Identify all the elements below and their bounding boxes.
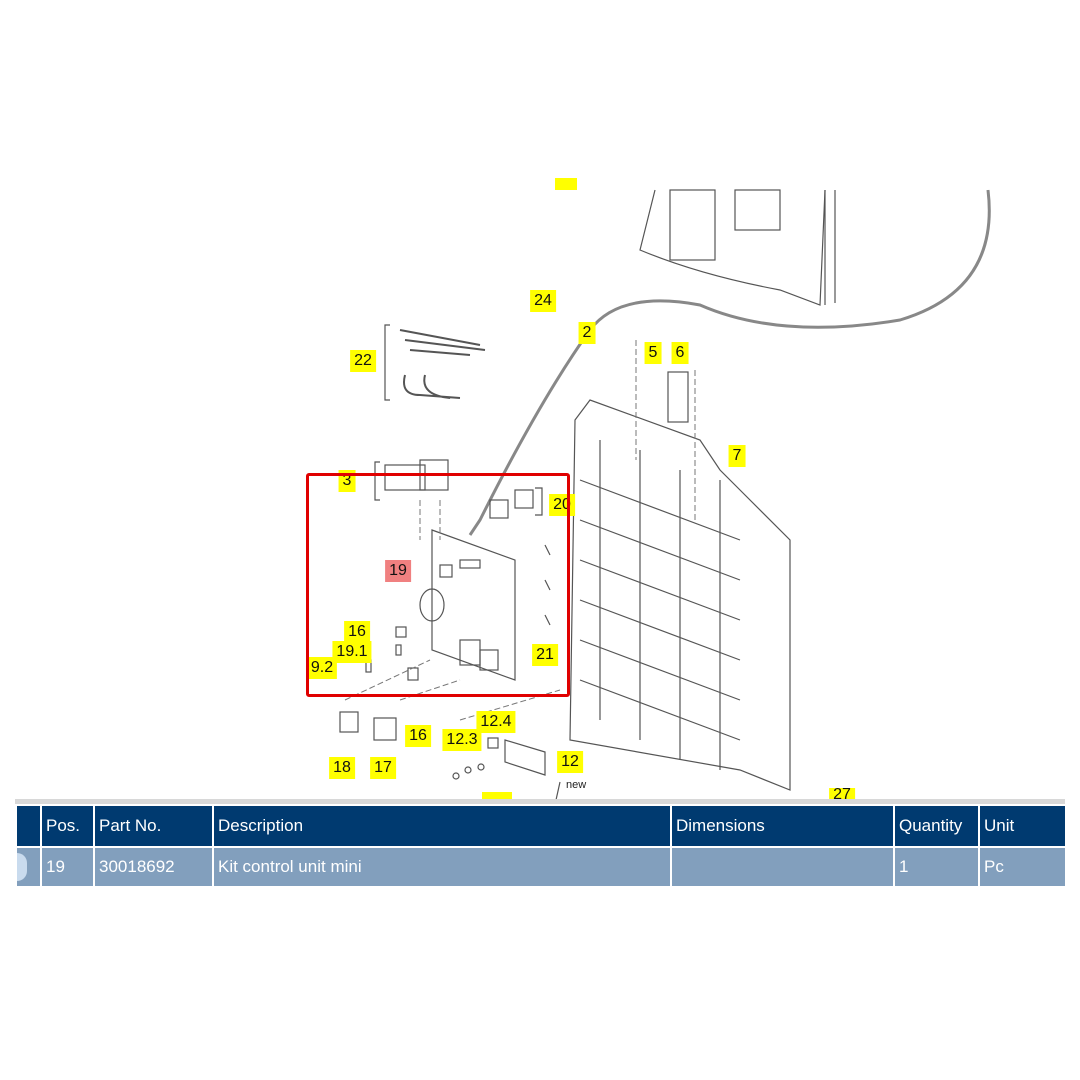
col-select xyxy=(15,804,42,848)
table-row[interactable]: 19 30018692 Kit control unit mini 1 Pc xyxy=(15,846,1067,888)
cable-24 xyxy=(468,189,991,536)
diagram-label[interactable]: 16 xyxy=(405,725,431,747)
cell-part-no: 30018692 xyxy=(93,846,214,888)
exploded-parts-diagram: 24 2 5 6 22 7 3 20 19 16 19.1 9.2 21 16 … xyxy=(306,178,991,803)
diagram-label[interactable]: 24 xyxy=(530,290,556,312)
col-quantity[interactable]: Quantity xyxy=(893,804,980,848)
row-select-indicator[interactable] xyxy=(18,853,27,881)
front-panel-outline xyxy=(639,189,826,306)
diagram-label[interactable]: 12.3 xyxy=(442,729,482,751)
col-unit[interactable]: Unit xyxy=(978,804,1067,848)
col-description[interactable]: Description xyxy=(212,804,672,848)
cell-pos: 19 xyxy=(40,846,95,888)
col-pos[interactable]: Pos. xyxy=(40,804,95,848)
diagram-label[interactable]: 9.2 xyxy=(306,657,338,679)
diagram-label-clipped xyxy=(555,178,577,190)
diagram-label[interactable]: 18 xyxy=(329,757,355,779)
diagram-label-selected[interactable]: 19 xyxy=(385,560,411,582)
selection-highlight-box xyxy=(306,473,570,697)
diagram-label[interactable]: 5 xyxy=(644,342,662,364)
housing-frame xyxy=(569,399,791,791)
table-header-row: Pos. Part No. Description Dimensions Qua… xyxy=(15,804,1067,848)
table-top-bar xyxy=(15,799,1065,804)
cell-description: Kit control unit mini xyxy=(212,846,672,888)
diagram-label[interactable]: 27 xyxy=(829,787,855,803)
diagram-label[interactable]: 21 xyxy=(532,644,558,666)
parts-table: Pos. Part No. Description Dimensions Qua… xyxy=(15,804,1067,888)
cell-unit: Pc xyxy=(978,846,1067,888)
diagram-label[interactable]: 19.1 xyxy=(332,641,372,663)
col-part-no[interactable]: Part No. xyxy=(93,804,214,848)
diagram-label[interactable]: 12 xyxy=(557,751,583,773)
diagram-label-clipped xyxy=(482,792,512,802)
control-pcb-19 xyxy=(431,529,516,681)
diagram-label[interactable]: 6 xyxy=(671,342,689,364)
diagram-label[interactable]: 16 xyxy=(344,621,370,643)
new-note: new xyxy=(566,779,587,791)
cell-quantity: 1 xyxy=(893,846,980,888)
diagram-label[interactable]: 12.4 xyxy=(476,711,516,733)
diagram-label[interactable]: 2 xyxy=(578,322,596,344)
col-dimensions[interactable]: Dimensions xyxy=(670,804,895,848)
diagram-label[interactable]: 17 xyxy=(370,757,396,779)
cell-dimensions xyxy=(670,846,895,888)
display-window xyxy=(669,189,716,261)
diagram-label[interactable]: 7 xyxy=(728,445,746,467)
row-select-cell[interactable] xyxy=(15,846,42,888)
diagram-drawing xyxy=(339,189,991,800)
diagram-label[interactable]: 22 xyxy=(350,350,376,372)
